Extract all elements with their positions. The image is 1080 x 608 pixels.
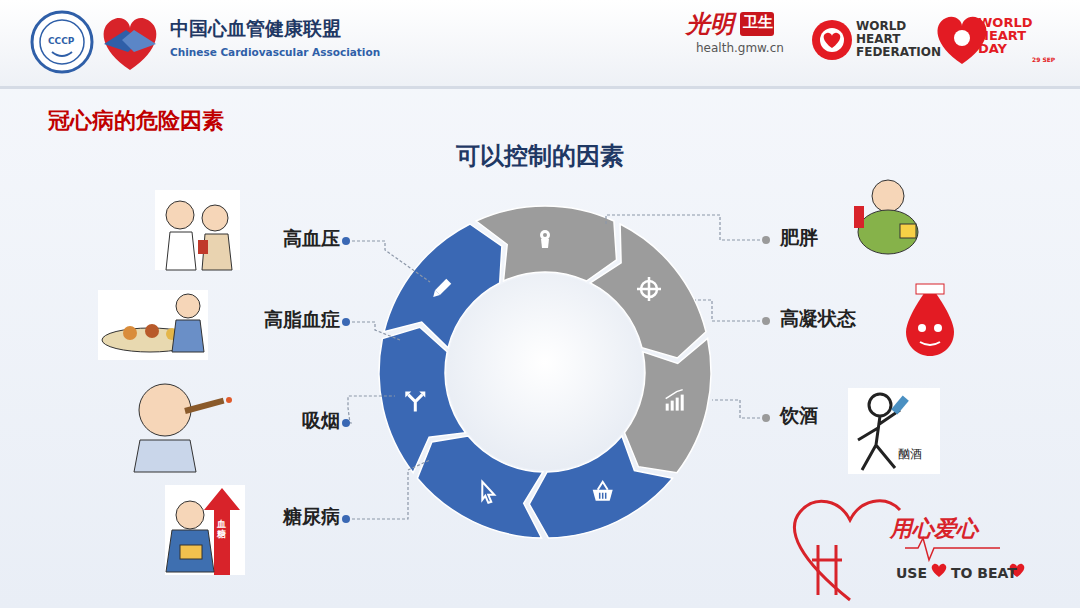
subtitle: 可以控制的因素	[0, 143, 1080, 171]
whf-logo	[812, 20, 852, 60]
alliance-logo	[104, 18, 157, 70]
factor-label: 糖尿病	[283, 506, 340, 528]
segment-icon	[482, 482, 494, 503]
hypertension-cartoon	[155, 190, 240, 270]
whf-name: WORLD HEART FEDERATION	[856, 20, 946, 60]
segment-icon	[540, 230, 550, 248]
ring-segment	[379, 327, 466, 473]
factor-label: 高凝状态	[780, 308, 856, 330]
obesity-cartoon	[854, 180, 918, 254]
factor-label: 饮酒	[780, 405, 818, 427]
ring-segment	[529, 436, 672, 538]
header-band	[0, 0, 1080, 86]
smoking-cartoon	[134, 384, 232, 472]
logo-text: CCCP	[48, 36, 74, 46]
use-heart	[932, 564, 947, 577]
factor-label: 吸烟	[302, 410, 340, 432]
segment-icon	[431, 279, 452, 300]
segment-icon	[637, 277, 661, 301]
brand-tag: 卫生	[743, 14, 773, 31]
ring-segment	[625, 339, 712, 473]
ring-center	[447, 274, 643, 470]
factor-label: 高脂血症	[264, 309, 340, 331]
diabetes-cartoon	[165, 485, 245, 575]
whd-date: 29 SEP	[1032, 57, 1055, 64]
factor-label: 肥胖	[780, 227, 818, 249]
campaign-text: USE	[896, 565, 927, 581]
weisheng-box	[740, 12, 774, 36]
hyperlipidemia-cartoon	[98, 290, 208, 360]
segment-icon	[593, 482, 613, 501]
leader-dots	[342, 236, 770, 523]
campaign-slogan: 用心爱心	[890, 516, 978, 541]
segment-icon	[666, 390, 684, 411]
cartoon-text: 酗酒	[898, 448, 922, 462]
ring-segment	[590, 224, 706, 358]
campaign-text: TO BEAT	[951, 565, 1017, 581]
whd-name: WORLD HEART DAY	[978, 16, 1048, 55]
campaign-heart	[794, 501, 1000, 600]
brand-url: health.gmw.cn	[696, 42, 784, 56]
header-rule	[0, 86, 1080, 89]
brand-name: 光明	[686, 10, 734, 38]
ring-segment	[384, 224, 502, 348]
factor-label: 高血压	[283, 228, 340, 250]
cccp-logo	[32, 12, 92, 72]
segment-icon	[405, 392, 425, 412]
slide-title: 冠心病的危险因素	[48, 108, 224, 133]
hypercoagulation-cartoon	[906, 284, 954, 356]
ring-segment	[417, 436, 543, 538]
org-name: 中国心血管健康联盟	[170, 18, 341, 40]
cartoon-text: 血糖	[217, 520, 226, 540]
cycle-ring	[379, 206, 711, 538]
org-name-en: Chinese Cardiovascular Association	[170, 46, 380, 58]
drinking-cartoon	[848, 388, 940, 474]
leader-lines	[348, 215, 760, 519]
